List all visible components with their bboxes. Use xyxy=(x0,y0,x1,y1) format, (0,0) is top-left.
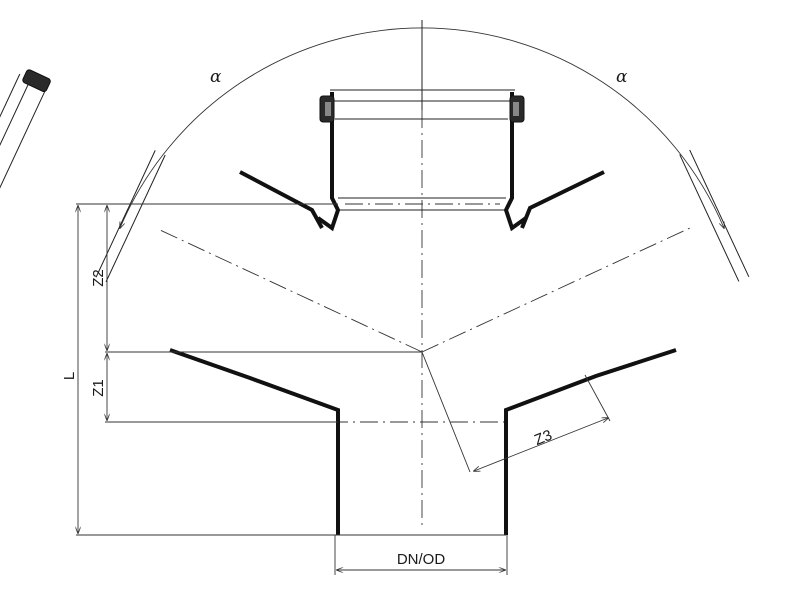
angle-arc xyxy=(120,20,724,228)
reference-lines xyxy=(76,203,506,536)
label-z1: Z1 xyxy=(90,379,107,397)
label-z3: Z3 xyxy=(532,427,555,449)
angle-label-right: α xyxy=(616,67,628,87)
dimension-z3 xyxy=(474,418,608,471)
label-z2: Z2 xyxy=(90,269,107,287)
right-branch xyxy=(679,149,750,282)
label-l: L xyxy=(61,372,78,380)
right-branch-lower-wall xyxy=(504,348,677,535)
left-branch-lower-wall xyxy=(169,348,340,535)
left-branch-upper-wall xyxy=(239,170,324,229)
top-socket xyxy=(316,89,528,232)
right-branch-upper-wall xyxy=(520,170,605,229)
label-dn-od: DN/OD xyxy=(397,551,446,568)
left-branch xyxy=(0,69,166,283)
angle-label-left: α xyxy=(210,67,222,87)
